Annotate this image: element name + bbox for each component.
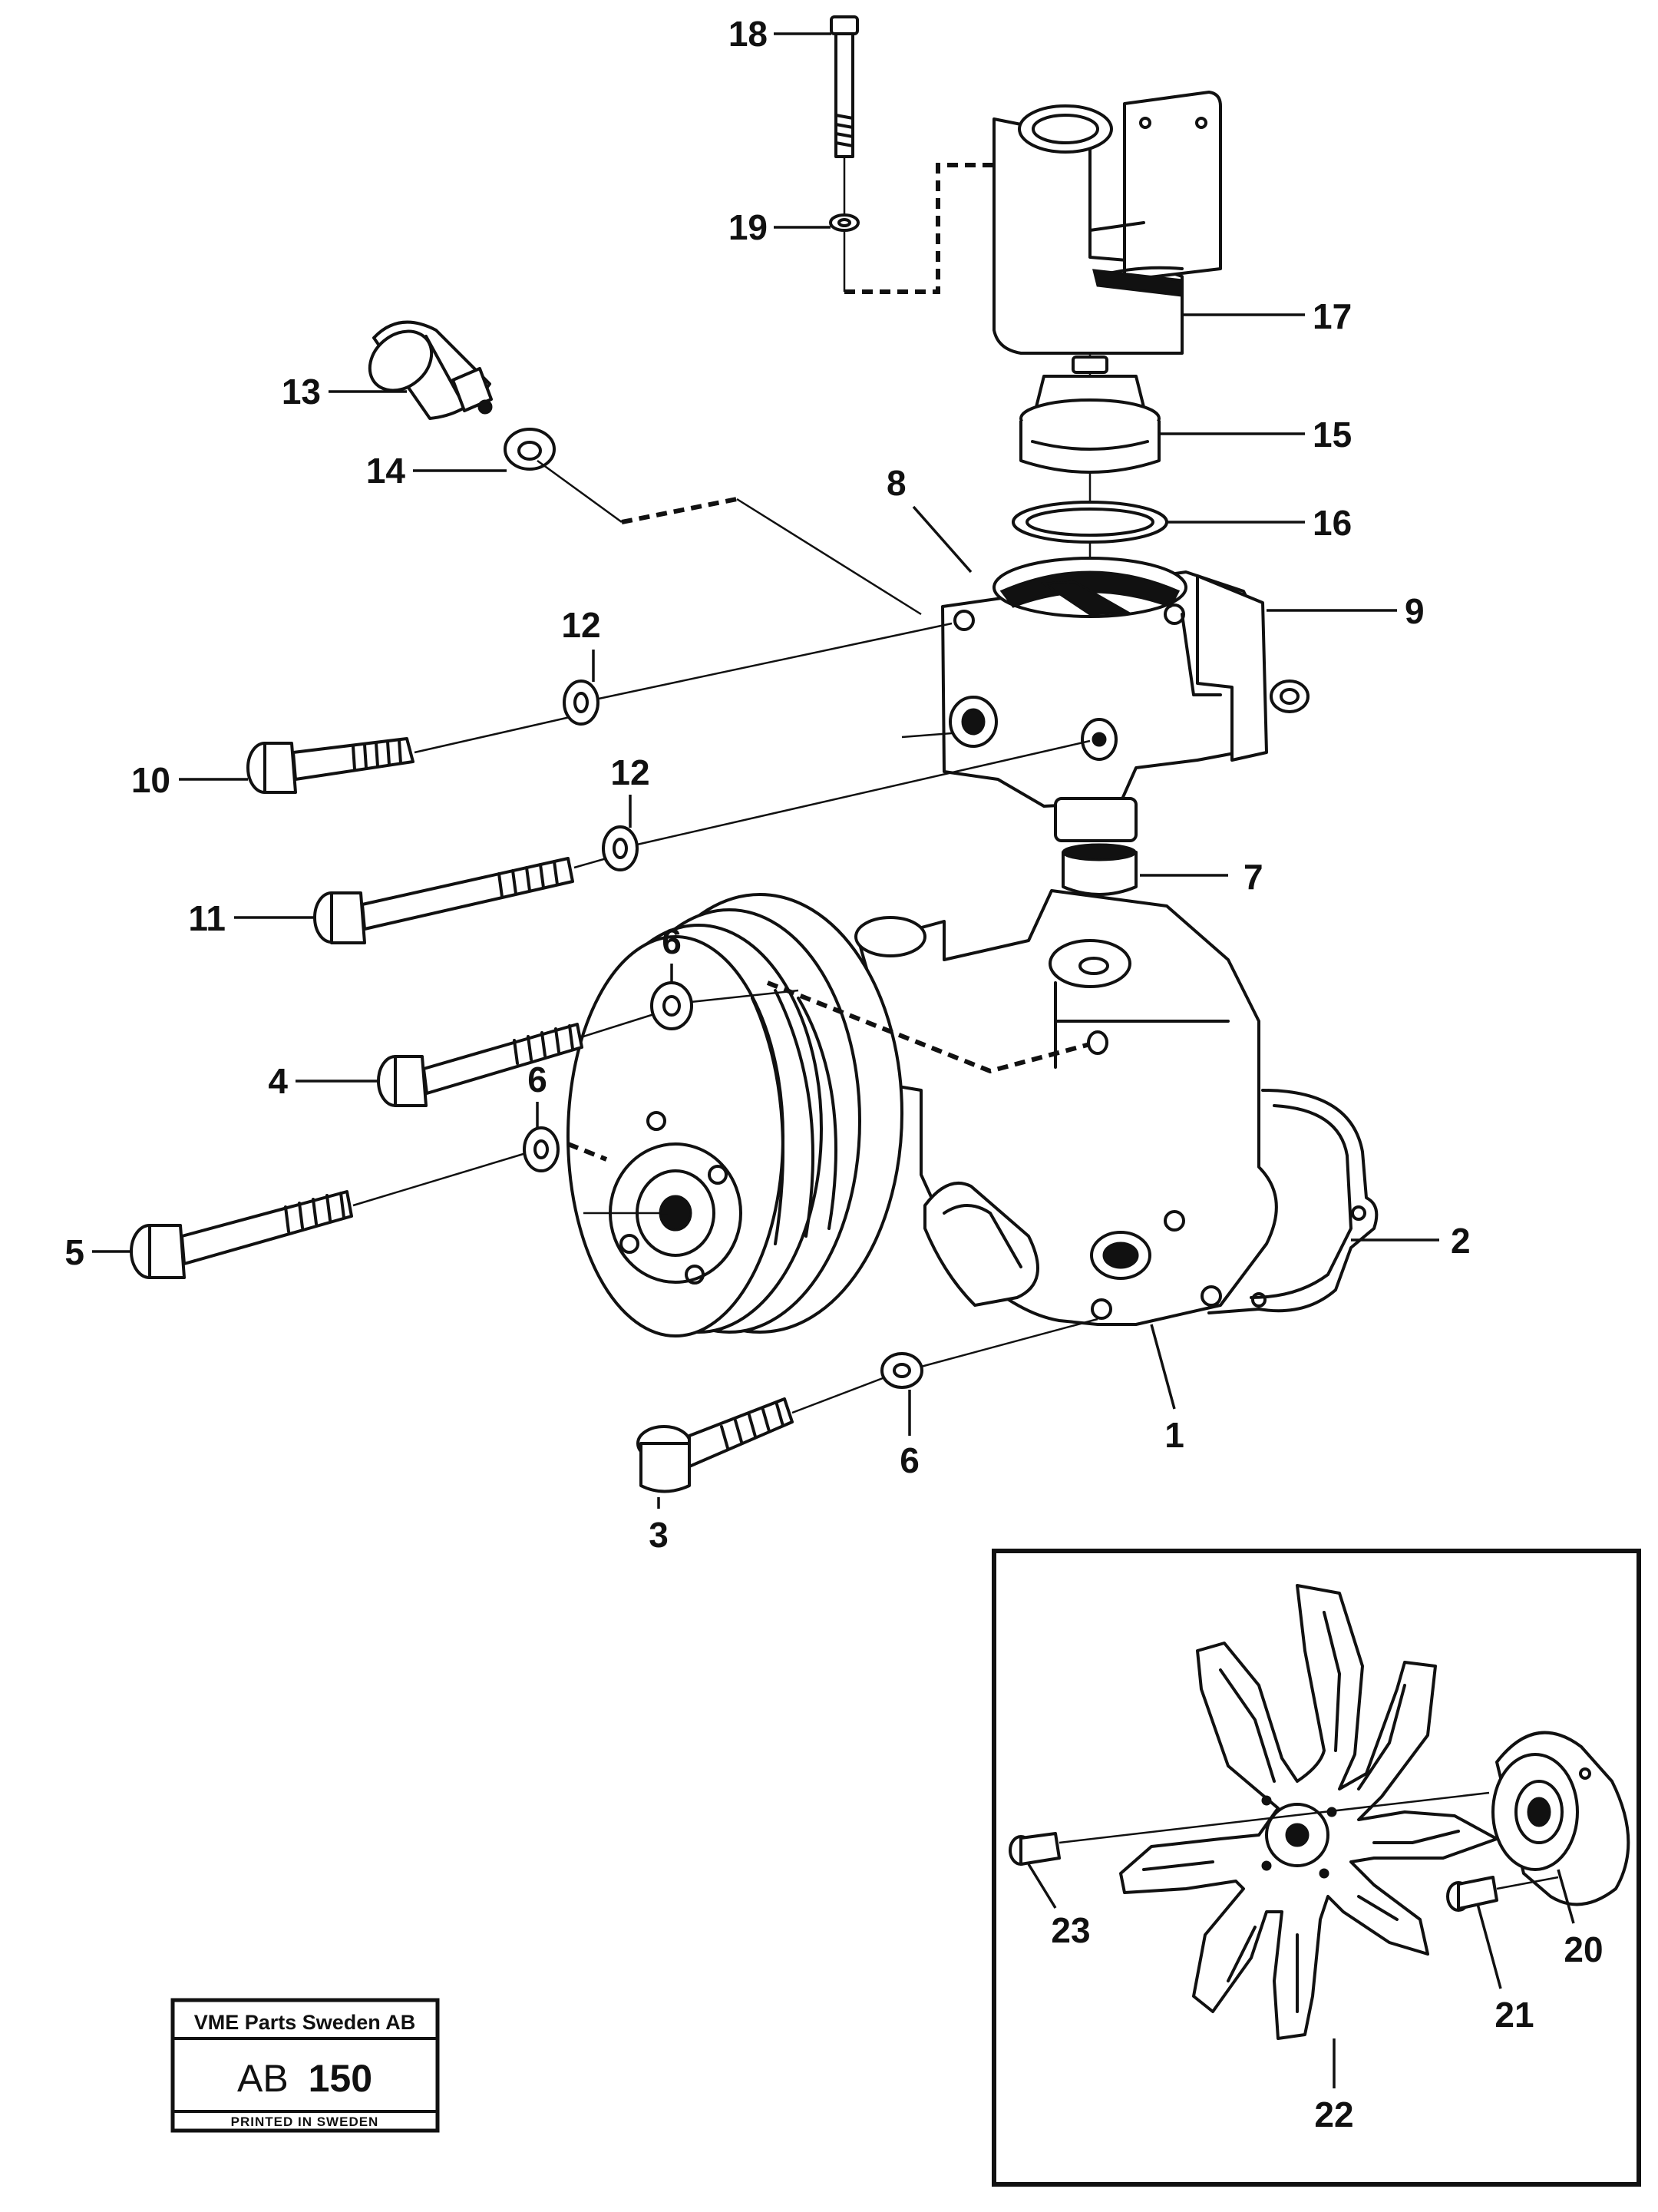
- washer-6a: [650, 981, 693, 1030]
- callout-6b: 6: [527, 1060, 547, 1099]
- callout-14: 14: [366, 451, 406, 491]
- sleeve-7: [1062, 843, 1138, 896]
- washer-6c: [880, 1352, 923, 1389]
- washer-12a: [563, 679, 599, 726]
- callout-1: 1: [1164, 1415, 1184, 1455]
- pump-housing-1: [854, 889, 1278, 1326]
- bolt-21: [1446, 1876, 1498, 1912]
- callout-labels: 18 19 17 13 14 15 16 8 9 12 10 12 7 11 6…: [64, 14, 1603, 2134]
- callout-3: 3: [649, 1515, 669, 1555]
- fan-icon: [1119, 1584, 1498, 2040]
- pulley: [566, 893, 903, 1337]
- bolt-3: [636, 1397, 794, 1493]
- callout-20: 20: [1564, 1929, 1603, 1969]
- bolt-18: [830, 15, 859, 158]
- callout-10: 10: [131, 760, 170, 800]
- bolt-5: [130, 1190, 353, 1279]
- callout-22: 22: [1314, 2095, 1353, 2134]
- washer-12b: [602, 825, 639, 871]
- fan-hub-20: [1491, 1731, 1630, 1906]
- sensor-13: [368, 320, 493, 420]
- bolt-11: [313, 857, 574, 944]
- callout-12b: 12: [610, 752, 649, 792]
- callout-5: 5: [64, 1232, 84, 1272]
- washer-14: [504, 428, 556, 471]
- thermostat-housing-17: [992, 91, 1222, 355]
- callout-12a: 12: [561, 605, 600, 645]
- upper-housing-8: [941, 557, 1310, 842]
- callout-21: 21: [1495, 1995, 1534, 2035]
- stamp-printed: PRINTED IN SWEDEN: [231, 2114, 379, 2129]
- gasket-16: [1012, 501, 1168, 544]
- stamp-code-prefix: AB: [237, 2057, 289, 2100]
- callout-17: 17: [1313, 296, 1352, 336]
- bolt-23: [1009, 1832, 1061, 1866]
- callout-9: 9: [1405, 591, 1425, 631]
- callout-8: 8: [887, 463, 907, 503]
- svg-text:AB 150: AB 150: [237, 2057, 372, 2100]
- bolt-4: [377, 1023, 583, 1107]
- callout-23: 23: [1051, 1910, 1090, 1950]
- callout-2: 2: [1451, 1221, 1471, 1261]
- callout-18: 18: [728, 14, 768, 54]
- washer-19: [829, 213, 860, 232]
- fan-inset: [992, 1549, 1641, 2187]
- callout-4: 4: [268, 1061, 288, 1101]
- callout-13: 13: [282, 372, 321, 412]
- bolt-10: [246, 737, 414, 794]
- stamp-code-number: 150: [309, 2057, 372, 2100]
- callout-6c: 6: [900, 1440, 920, 1480]
- thermostat-15: [1019, 355, 1161, 474]
- gasket-2: [1207, 1089, 1379, 1314]
- callout-7: 7: [1244, 857, 1263, 897]
- leader-lines: [92, 32, 1439, 1509]
- callout-15: 15: [1313, 415, 1352, 455]
- callout-16: 16: [1313, 503, 1352, 543]
- callout-11: 11: [188, 898, 226, 938]
- callout-19: 19: [728, 207, 768, 247]
- stamp-company: VME Parts Sweden AB: [194, 2011, 416, 2034]
- publisher-stamp: VME Parts Sweden AB AB 150 PRINTED IN SW…: [170, 1998, 440, 2133]
- washer-6b: [523, 1126, 560, 1172]
- callout-6a: 6: [662, 921, 682, 961]
